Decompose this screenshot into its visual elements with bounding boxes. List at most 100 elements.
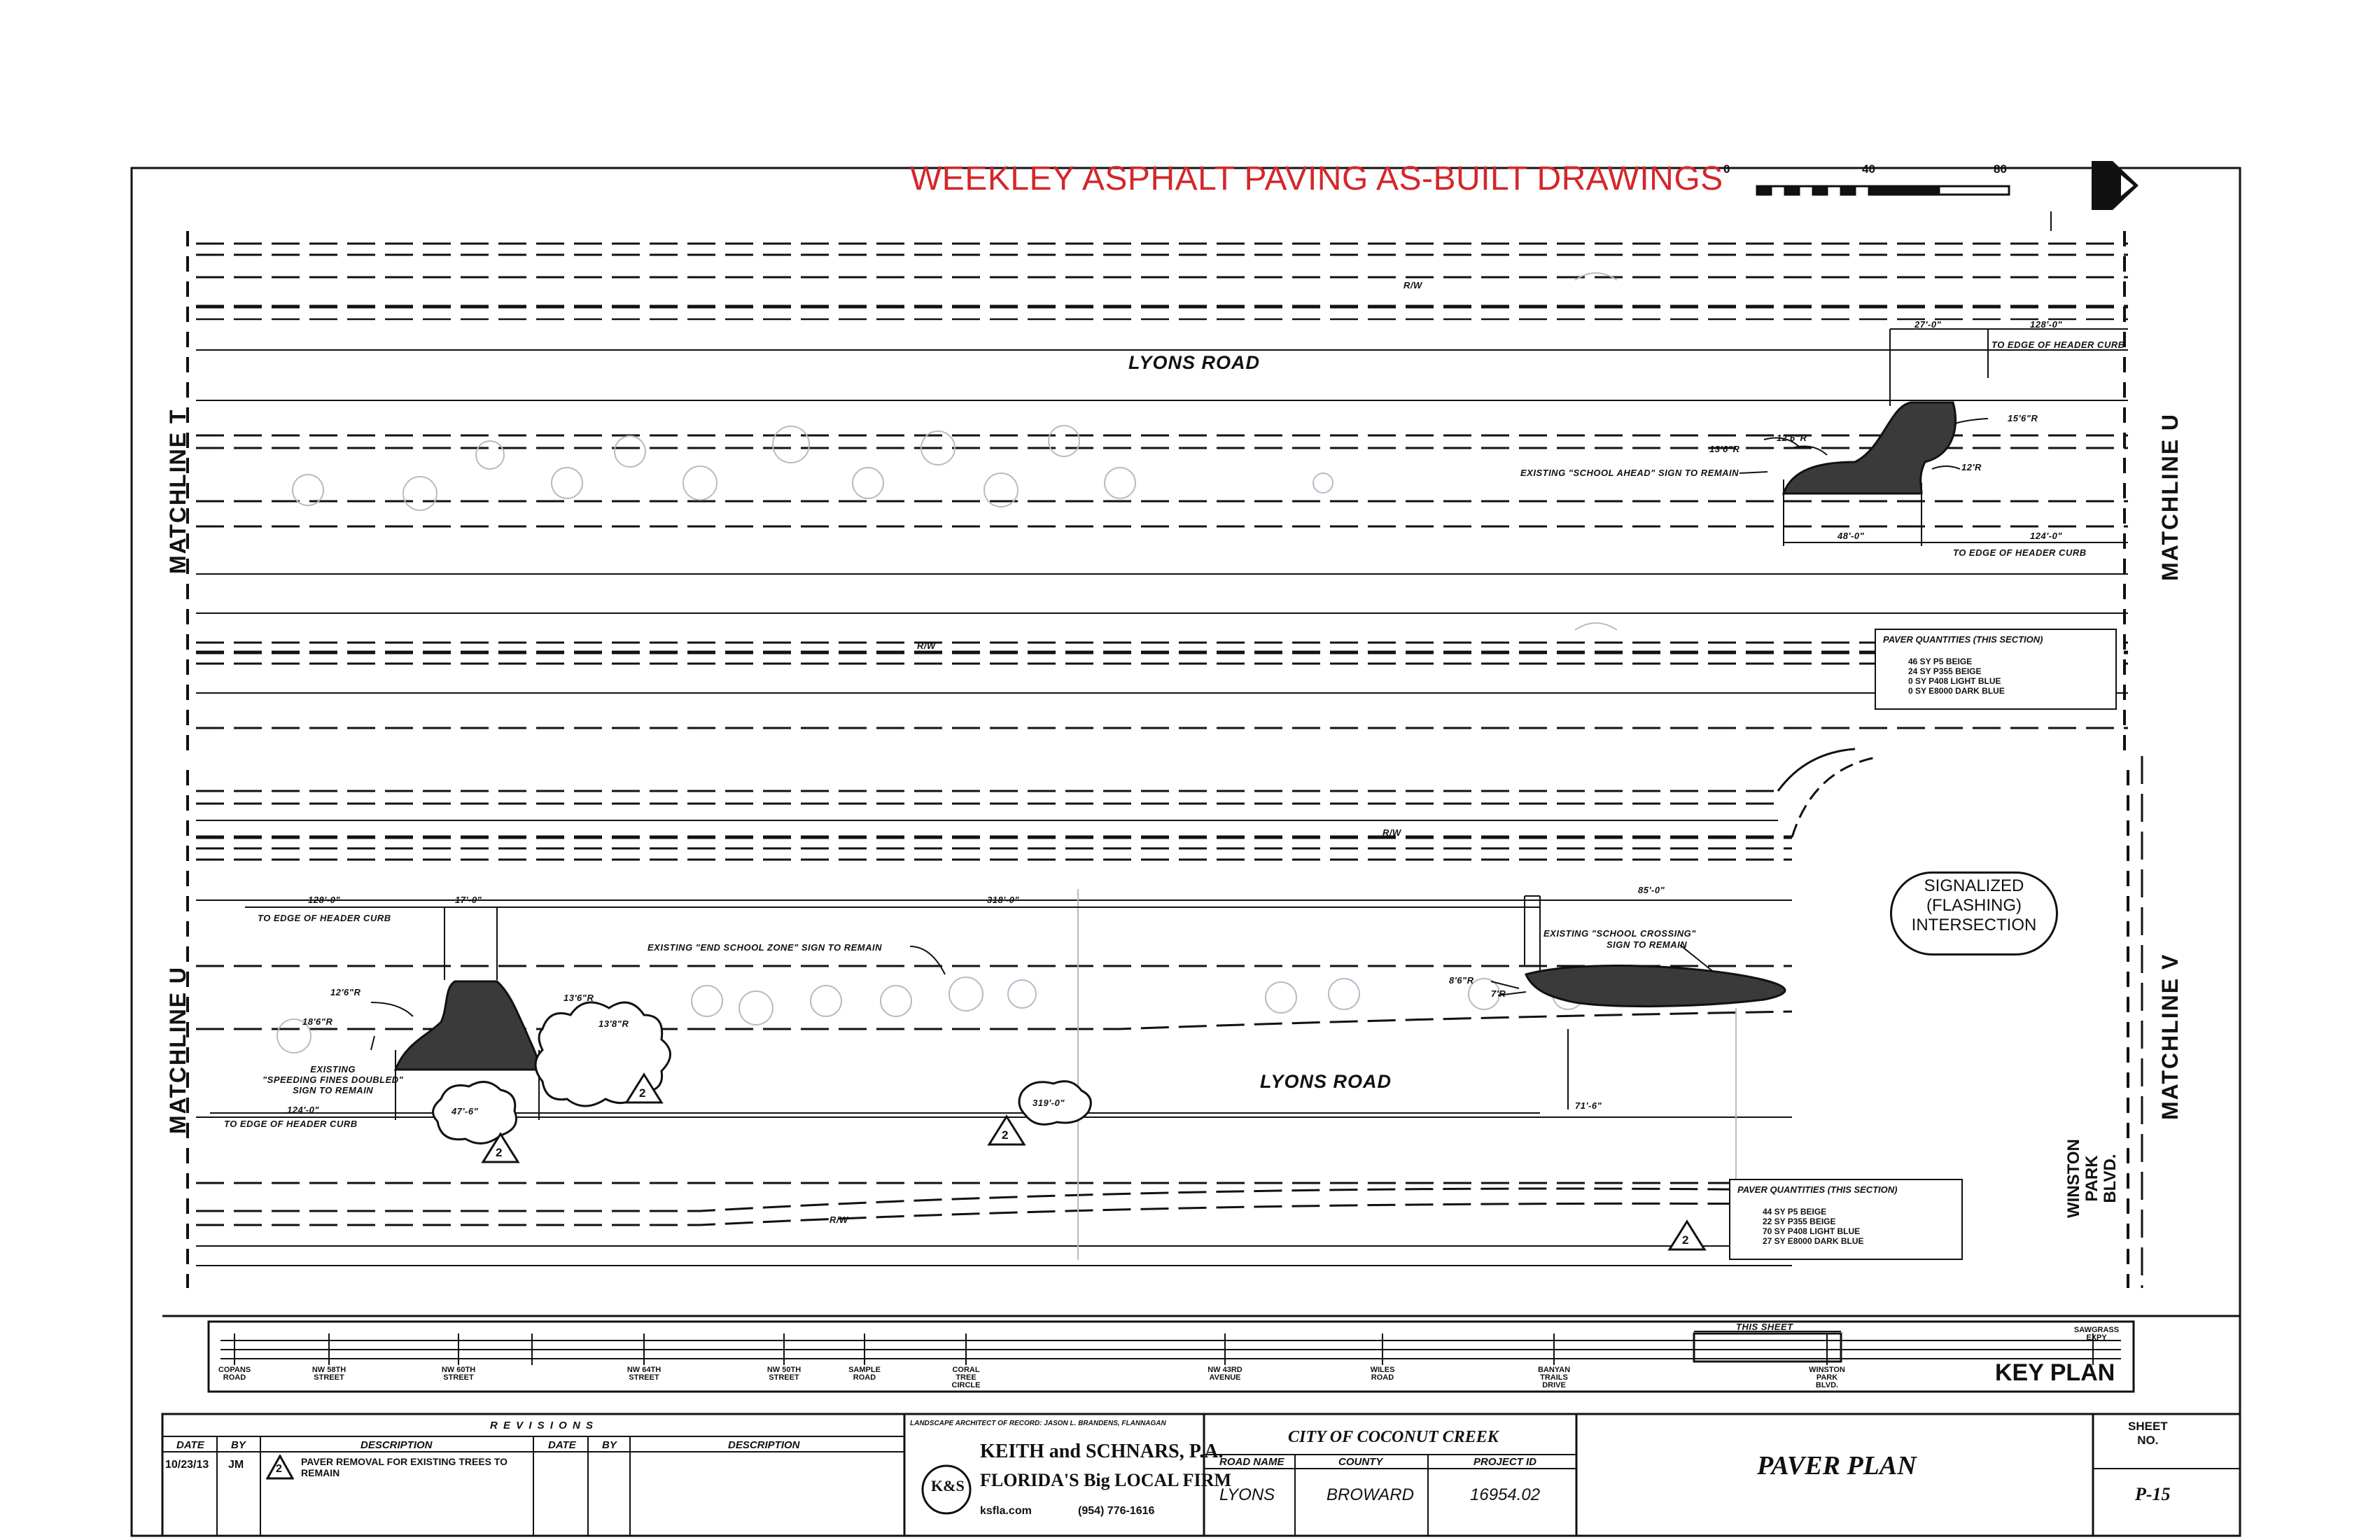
- project-id: 16954.02: [1470, 1485, 1541, 1504]
- key-plan-label: NW 43RD AVENUE: [1208, 1366, 1242, 1382]
- top-rw-bottom: R/W: [917, 640, 936, 651]
- revision-marker-label: 2: [496, 1146, 503, 1159]
- key-plan-label: NW 60TH STREET: [441, 1366, 476, 1382]
- rev-number-icon: 2: [266, 1455, 294, 1480]
- top-paver-area: [1782, 401, 1957, 495]
- revision-marker-label: 2: [639, 1086, 646, 1100]
- rev-date: 10/23/13: [165, 1459, 209, 1471]
- county: BROWARD: [1326, 1485, 1414, 1504]
- revision-marker-label: 2: [1682, 1233, 1689, 1247]
- top-paver-quantities: PAVER QUANTITIES (THIS SECTION) 46 SY P5…: [1875, 629, 2117, 710]
- revision-marker-label: 2: [1002, 1128, 1009, 1142]
- rev-number: 2: [276, 1463, 282, 1475]
- key-plan-label: NW 58TH STREET: [312, 1366, 346, 1382]
- bottom-paver-quantities: PAVER QUANTITIES (THIS SECTION) 44 SY P5…: [1729, 1179, 1963, 1260]
- bottom-r-186: 18'6"R: [302, 1016, 333, 1027]
- top-dim-128: 128'-0": [2030, 319, 2063, 330]
- scale-label-0: 0: [1723, 162, 1730, 176]
- top-quantity-row: 0 SY P408 LIGHT BLUE: [1908, 676, 2001, 686]
- rev-description: PAVER REMOVAL FOR EXISTING TREES TO REMA…: [301, 1456, 508, 1478]
- scale-label-40: 40: [1862, 162, 1875, 176]
- top-sign-note: EXISTING "SCHOOL AHEAD" SIGN TO REMAIN: [1520, 468, 1740, 478]
- matchline-u-bottom-label: MATCHLINE U: [165, 965, 190, 1134]
- key-plan-linework: [207, 1320, 2135, 1393]
- bottom-quantities-title: PAVER QUANTITIES (THIS SECTION): [1737, 1184, 1898, 1195]
- bottom-right-paver-area: [1524, 965, 1786, 1008]
- key-plan-title: KEY PLAN: [1995, 1359, 2115, 1386]
- top-dim-48: 48'-0": [1837, 531, 1865, 541]
- project-label: PROJECT ID: [1474, 1456, 1537, 1468]
- bottom-rw-top: R/W: [1382, 827, 1401, 838]
- top-rw-top: R/W: [1404, 280, 1422, 290]
- key-plan-label: NW 64TH STREET: [626, 1366, 662, 1382]
- top-dim-27: 27'-0": [1914, 319, 1942, 330]
- rev-col-by: BY: [231, 1439, 246, 1451]
- bottom-dim-318: 318'-0": [987, 895, 1020, 905]
- bottom-dim-319: 319'-0": [1032, 1098, 1065, 1108]
- top-road-label: LYONS ROAD: [1128, 352, 1261, 373]
- bottom-left-paver-area: [393, 980, 540, 1071]
- bottom-quantity-row: 70 SY P408 LIGHT BLUE: [1763, 1226, 1861, 1236]
- rev-col-date-2: DATE: [548, 1439, 576, 1451]
- rev-col-by-2: BY: [602, 1439, 617, 1451]
- bottom-dim-128: 128'-0": [308, 895, 341, 905]
- matchline-u-top-label: MATCHLINE U: [2157, 412, 2183, 581]
- bottom-dim-85: 85'-0": [1638, 885, 1665, 895]
- bottom-end-zone-note: EXISTING "END SCHOOL ZONE" SIGN TO REMAI…: [648, 942, 882, 953]
- top-quantity-row: 46 SY P5 BEIGE: [1908, 657, 1973, 666]
- road-name-label: ROAD NAME: [1219, 1456, 1284, 1468]
- matchline-v-label: MATCHLINE V: [2157, 953, 2183, 1120]
- bottom-quantity-row: 22 SY P355 BEIGE: [1763, 1217, 1836, 1226]
- bottom-dim-47: 47'-6": [451, 1106, 479, 1116]
- top-r-136: 13'6"R: [1709, 444, 1740, 454]
- bottom-plan: [186, 748, 2143, 1288]
- key-plan-label: NW 50TH STREET: [766, 1366, 802, 1382]
- top-quantities-title: PAVER QUANTITIES (THIS SECTION): [1883, 634, 2043, 645]
- signalized-text: SIGNALIZED (FLASHING) INTERSECTION: [1911, 876, 2037, 934]
- bottom-crossing-note-2: SIGN TO REMAIN: [1606, 939, 1688, 950]
- top-edge-bottom: TO EDGE OF HEADER CURB: [1953, 547, 2087, 558]
- top-edge-top: TO EDGE OF HEADER CURB: [1991, 340, 2125, 350]
- top-r-126: 12'6"R: [1777, 433, 1807, 443]
- top-plan: [186, 211, 2128, 756]
- bottom-r-138: 13'8"R: [598, 1018, 629, 1029]
- scale-label-80: 80: [1994, 162, 2007, 176]
- bottom-r-86: 8'6"R: [1449, 975, 1474, 986]
- matchline-t-label: MATCHLINE T: [165, 408, 190, 574]
- bottom-dim-124: 124'-0": [287, 1105, 320, 1115]
- bottom-crossing-note-1: EXISTING "SCHOOL CROSSING": [1544, 928, 1696, 939]
- title-block-grid: [161, 1413, 2241, 1537]
- bottom-r-126: 12'6"R: [330, 987, 361, 997]
- top-r-12: 12'R: [1961, 462, 1982, 472]
- top-quantity-row: 0 SY E8000 DARK BLUE: [1908, 686, 2005, 696]
- firm-name: KEITH and SCHNARS, P.A.: [980, 1441, 1224, 1462]
- revisions-header: R E V I S I O N S: [490, 1420, 595, 1432]
- rev-col-description-2: DESCRIPTION: [728, 1439, 800, 1451]
- firm-logo: K&S: [931, 1477, 965, 1494]
- sheet-title: PAVER PLAN: [1757, 1451, 1917, 1480]
- key-plan-label: COPANS ROAD: [218, 1366, 251, 1382]
- top-r-156: 15'6"R: [2008, 413, 2038, 424]
- key-plan-label: CORAL TREE CIRCLE: [951, 1366, 981, 1390]
- bottom-edge-bottom: TO EDGE OF HEADER CURB: [224, 1119, 358, 1129]
- revision-triangle-icon: [481, 1072, 1707, 1251]
- rev-by: JM: [228, 1459, 244, 1471]
- key-plan-label: SAMPLE ROAD: [848, 1366, 881, 1382]
- bottom-edge-top: TO EDGE OF HEADER CURB: [258, 913, 391, 923]
- firm-web: ksfla.com: [980, 1505, 1032, 1517]
- key-plan-label: WILES ROAD: [1370, 1366, 1395, 1382]
- bottom-quantity-row: 44 SY P5 BEIGE: [1763, 1207, 1827, 1217]
- bottom-r-7: 7'R: [1491, 988, 1506, 999]
- rev-col-description: DESCRIPTION: [360, 1439, 433, 1451]
- bottom-r-136: 13'6"R: [564, 993, 594, 1003]
- bottom-road-label: LYONS ROAD: [1260, 1071, 1392, 1092]
- sheet-no: P-15: [2135, 1484, 2171, 1504]
- firm-tagline: FLORIDA'S Big LOCAL FIRM: [980, 1470, 1231, 1490]
- key-plan-label: SAWGRASS EXPY: [2073, 1326, 2120, 1342]
- top-quantity-row: 24 SY P355 BEIGE: [1908, 666, 1982, 676]
- city-name: CITY OF COCONUT CREEK: [1288, 1428, 1499, 1446]
- rev-col-date: DATE: [176, 1439, 204, 1451]
- top-dim-124: 124'-0": [2030, 531, 2063, 541]
- bottom-quantity-row: 27 SY E8000 DARK BLUE: [1763, 1236, 1864, 1246]
